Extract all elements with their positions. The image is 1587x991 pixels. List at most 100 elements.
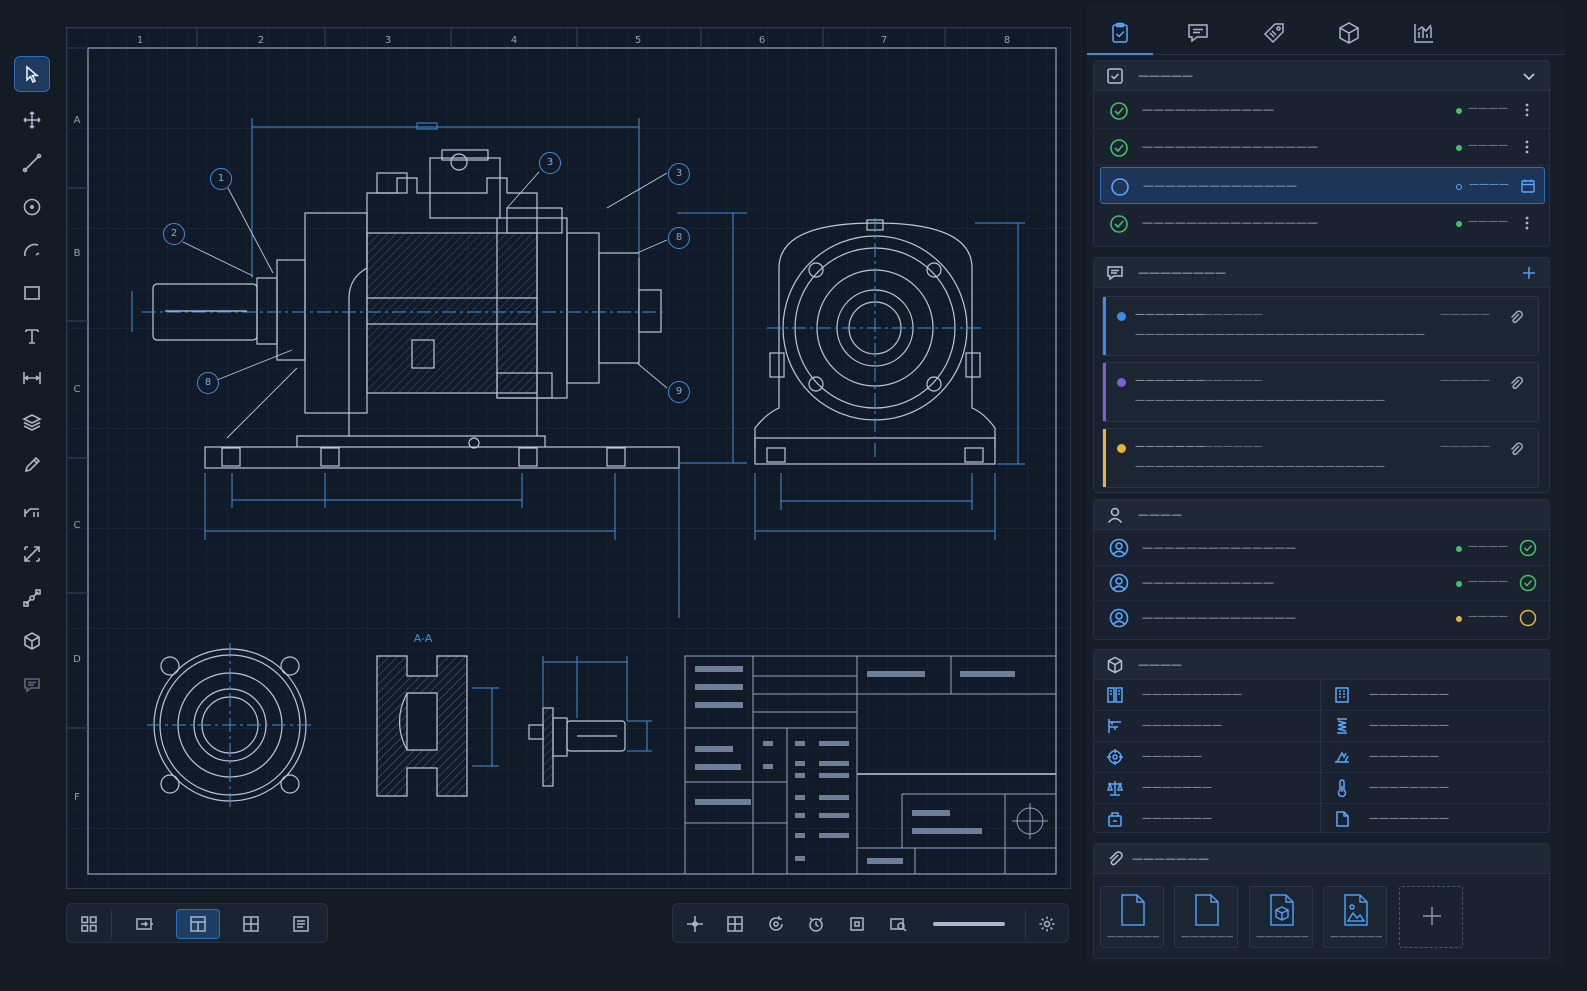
grid-toggle-button[interactable] — [713, 909, 757, 939]
layers-icon — [22, 414, 42, 431]
rectangle-tool-button[interactable] — [14, 275, 50, 311]
property-row[interactable]: ——————— — [1094, 804, 1320, 835]
dimension-tool-button[interactable] — [14, 360, 50, 396]
crop-button[interactable] — [835, 909, 879, 939]
more-vertical-icon — [1525, 140, 1529, 154]
tab-tags[interactable] — [1241, 11, 1307, 55]
3d-tool-button[interactable] — [14, 623, 50, 659]
task-status: ———— — [1468, 216, 1508, 227]
comment-card[interactable]: ——————— —————— ————— ———————————————————… — [1102, 296, 1539, 356]
attachment-button[interactable] — [1508, 309, 1524, 325]
text-tool-button[interactable] — [14, 318, 50, 354]
tab-model[interactable] — [1316, 11, 1382, 55]
zoom-slider[interactable] — [933, 922, 1005, 926]
measure-button[interactable] — [876, 909, 920, 939]
history-button[interactable] — [794, 909, 838, 939]
attachment-file[interactable]: —————— — [1249, 886, 1313, 948]
balloon-9[interactable]: 9 — [668, 381, 690, 403]
reviewer-row[interactable]: —————————————— ———— — [1094, 531, 1549, 566]
tab-tasks[interactable] — [1087, 11, 1153, 55]
add-attachment-button[interactable] — [1399, 886, 1463, 948]
balloon-8b[interactable]: 8 — [197, 372, 219, 394]
comment-tool-button[interactable] — [14, 667, 50, 703]
sheet-list-button[interactable] — [279, 909, 323, 939]
tab-comments[interactable] — [1165, 11, 1231, 55]
balloon-8a[interactable]: 8 — [668, 227, 690, 249]
properties-header: ———— — [1094, 650, 1549, 680]
more-options-button[interactable] — [1519, 102, 1535, 118]
task-row[interactable]: ———————————— ———— — [1094, 92, 1549, 129]
property-label: —————— — [1142, 751, 1202, 762]
attachment-file[interactable]: —————— — [1323, 886, 1387, 948]
property-row[interactable]: —————— — [1094, 742, 1320, 773]
grid-view-button[interactable] — [67, 909, 111, 939]
reviewer-row[interactable]: ———————————— ———— — [1094, 566, 1549, 601]
user-avatar-icon — [1109, 573, 1129, 593]
reviewer-row[interactable]: —————————————— ———— — [1094, 601, 1549, 636]
more-vertical-icon — [1525, 103, 1529, 117]
attachment-button[interactable] — [1508, 441, 1524, 457]
task-label: ———————————— — [1142, 103, 1274, 116]
section-view — [376, 655, 468, 797]
tasks-tab-icon — [1112, 22, 1128, 43]
leader-icon — [24, 508, 39, 517]
property-row[interactable]: ———————— — [1321, 773, 1550, 804]
reviewers-header: ———— — [1094, 500, 1549, 530]
scale-tool-button[interactable] — [14, 536, 50, 572]
property-label: ——————— — [1142, 782, 1212, 793]
property-row[interactable]: ——————— — [1094, 773, 1320, 804]
comment-card[interactable]: ——————— —————— ————— ———————————————————… — [1102, 362, 1539, 422]
snap-button[interactable] — [673, 909, 717, 939]
column-label: 7 — [881, 35, 887, 46]
balloon-2[interactable]: 2 — [163, 223, 185, 245]
property-row[interactable]: ———————— — [1321, 680, 1550, 711]
attachment-file[interactable]: —————— — [1100, 886, 1164, 948]
quad-view-button[interactable] — [229, 909, 273, 939]
schedule-button[interactable] — [1520, 178, 1536, 194]
check-circle-icon — [1109, 138, 1129, 158]
move-tool-button[interactable] — [14, 102, 50, 138]
pencil-tool-button[interactable] — [14, 447, 50, 483]
node-edit-tool-button[interactable] — [14, 580, 50, 616]
properties-title: ———— — [1138, 658, 1182, 671]
tasks-header[interactable]: ————— — [1094, 61, 1549, 91]
attachment-file[interactable]: —————— — [1174, 886, 1238, 948]
settings-button[interactable] — [1025, 909, 1069, 939]
arc-tool-button[interactable] — [14, 232, 50, 268]
balloon-3a[interactable]: 3 — [539, 152, 561, 174]
fit-view-button[interactable] — [123, 909, 167, 939]
row-label: F — [74, 792, 80, 803]
comment-time: —————— — [1203, 309, 1263, 320]
balloon-1[interactable]: 1 — [210, 168, 232, 190]
line-icon — [22, 153, 42, 173]
drawing-canvas[interactable]: 1 2 3 4 5 6 7 8 A B C C D F — [66, 27, 1071, 889]
task-row[interactable]: ———————————————— ———— — [1094, 129, 1549, 166]
single-view-button[interactable] — [176, 909, 220, 939]
collapse-button[interactable] — [1521, 68, 1537, 84]
circle-tool-button[interactable] — [14, 189, 50, 225]
properties-section: ———— —————————— ———————— —————— ——————— — [1093, 649, 1550, 833]
more-options-button[interactable] — [1519, 215, 1535, 231]
rotate-view-button[interactable] — [754, 909, 798, 939]
task-row[interactable]: ———————————————— ———— — [1094, 205, 1549, 242]
attachment-button[interactable] — [1508, 375, 1524, 391]
property-row[interactable]: —————————— — [1094, 680, 1320, 711]
more-options-button[interactable] — [1519, 139, 1535, 155]
property-row[interactable]: ———————— — [1094, 711, 1320, 742]
open-circle-icon — [1110, 177, 1130, 197]
layers-tool-button[interactable] — [14, 404, 50, 440]
status-dot — [1456, 581, 1462, 587]
line-tool-button[interactable] — [14, 145, 50, 181]
tab-analytics[interactable] — [1391, 11, 1457, 55]
property-row[interactable]: ——————— — [1321, 742, 1550, 773]
property-row[interactable]: ———————— — [1321, 711, 1550, 742]
property-label: ——————— — [1142, 813, 1212, 824]
select-tool-button[interactable] — [14, 56, 50, 92]
comment-card[interactable]: ——————— —————— ————— ———————————————————… — [1102, 428, 1539, 488]
add-comment-button[interactable] — [1521, 265, 1537, 281]
comment-accent — [1103, 363, 1106, 421]
task-row-selected[interactable]: —————————————— ———— — [1100, 167, 1545, 204]
leader-tool-button[interactable] — [14, 491, 50, 527]
balloon-3b[interactable]: 3 — [668, 163, 690, 185]
property-row[interactable]: ———————— — [1321, 804, 1550, 835]
